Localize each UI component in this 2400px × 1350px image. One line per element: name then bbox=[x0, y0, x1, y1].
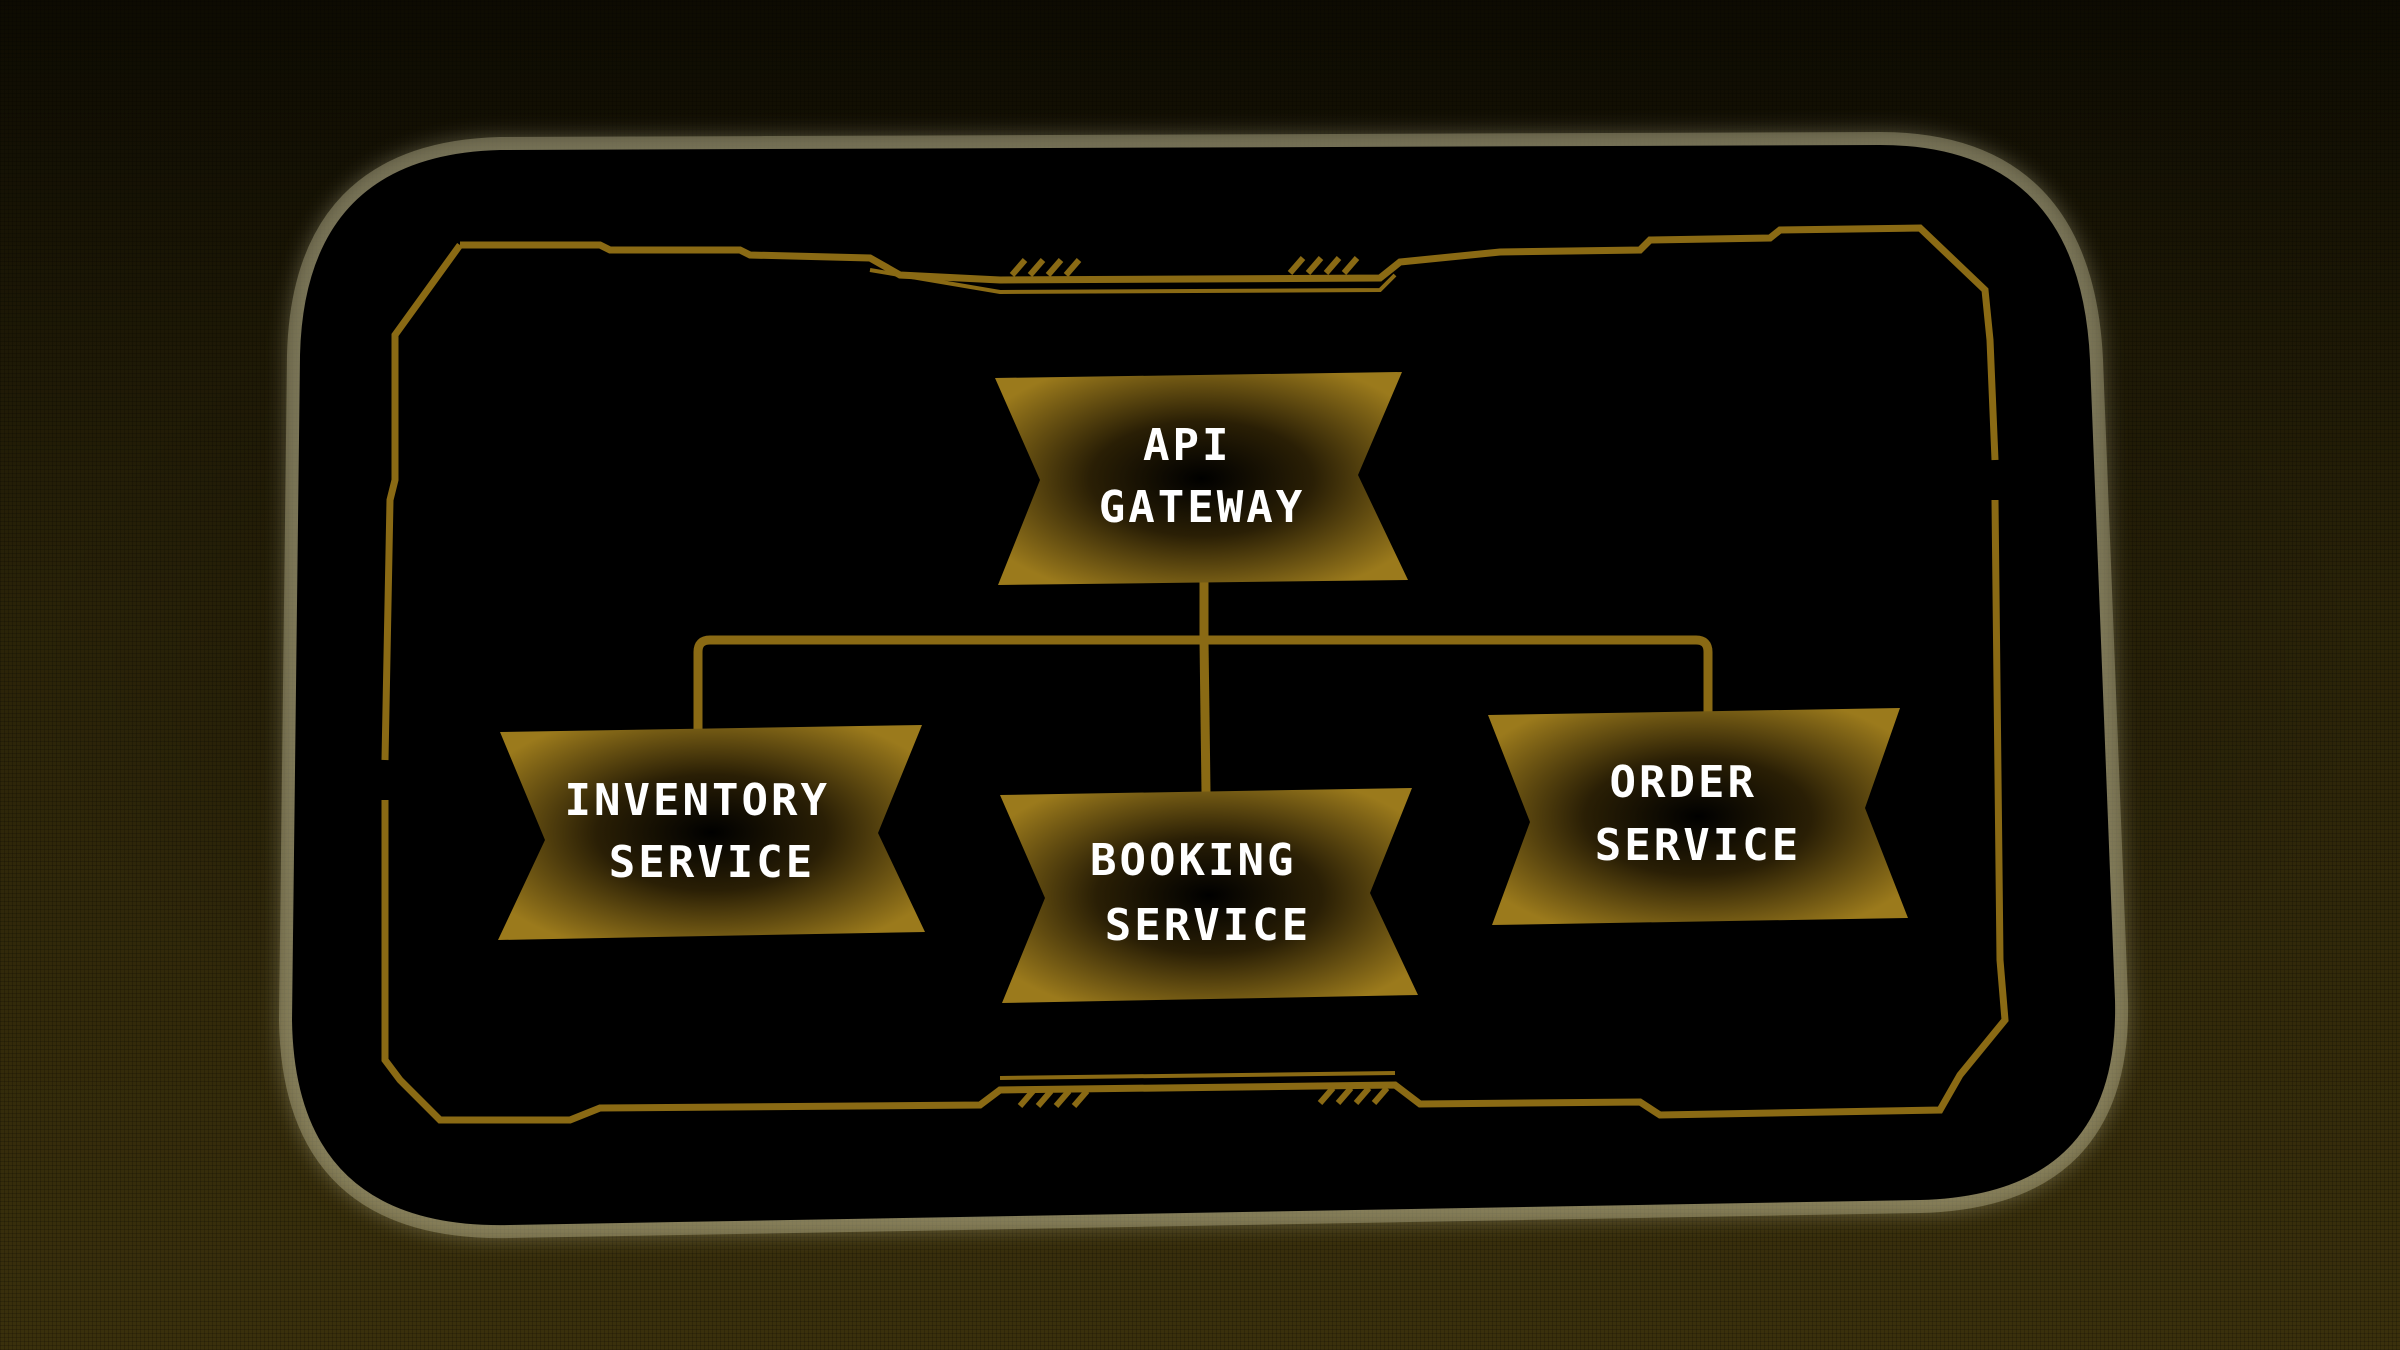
edge-gateway-inventory bbox=[693, 635, 1204, 730]
node-label-line-2: SERVICE bbox=[1595, 820, 1801, 871]
node-shape bbox=[1488, 708, 1908, 925]
node-order-service[interactable]: ORDER SERVICE bbox=[1488, 708, 1908, 925]
node-shape bbox=[1000, 788, 1418, 1003]
node-label-line-2: GATEWAY bbox=[1099, 482, 1305, 533]
hud-frame bbox=[381, 224, 2009, 1124]
edge-gateway-booking bbox=[1199, 639, 1211, 793]
node-label: API GATEWAY bbox=[1099, 420, 1305, 533]
node-api-gateway[interactable]: API GATEWAY bbox=[995, 372, 1408, 585]
hud-hash-marks bbox=[1009, 256, 1390, 1108]
node-label-line-2: SERVICE bbox=[1105, 900, 1311, 951]
node-shape bbox=[498, 725, 925, 940]
node-inventory-service[interactable]: INVENTORY SERVICE bbox=[498, 725, 925, 940]
node-label: INVENTORY SERVICE bbox=[565, 775, 860, 888]
node-label-line-1: API bbox=[1143, 420, 1231, 471]
node-label: ORDER SERVICE bbox=[1595, 757, 1801, 871]
node-label-line-2: SERVICE bbox=[609, 837, 815, 888]
node-label-line-1: INVENTORY bbox=[565, 775, 830, 826]
edges bbox=[693, 582, 1713, 793]
node-booking-service[interactable]: BOOKING SERVICE bbox=[1000, 788, 1418, 1003]
edge-gateway-order bbox=[1204, 635, 1713, 712]
node-label: BOOKING SERVICE bbox=[1090, 835, 1326, 951]
node-shape bbox=[995, 372, 1408, 585]
node-label-line-1: BOOKING bbox=[1090, 835, 1296, 886]
node-label-line-1: ORDER bbox=[1610, 757, 1757, 808]
